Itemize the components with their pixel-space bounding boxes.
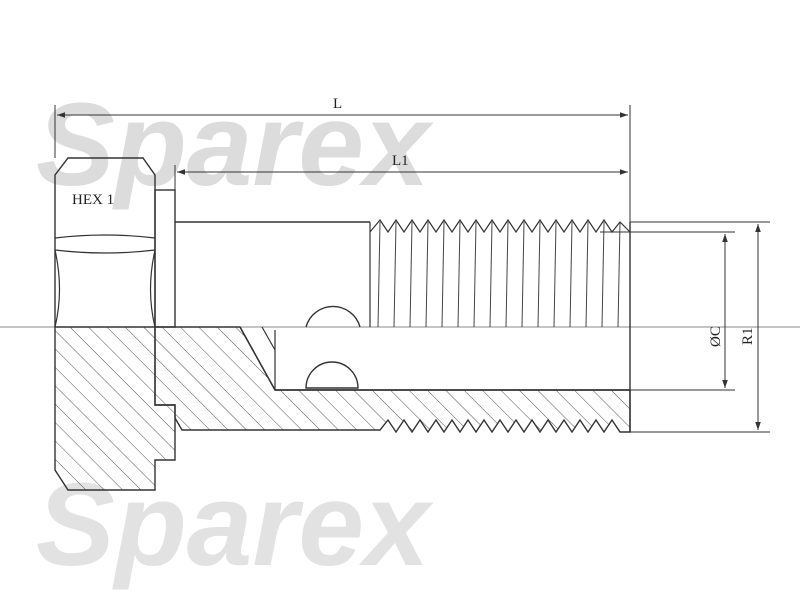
cross-hole-upper (305, 305, 361, 328)
thread-profile-top (369, 218, 631, 234)
bore-step-line (261, 326, 276, 351)
dimensions (54, 105, 770, 433)
cross-hole-lower (305, 361, 359, 389)
collar (154, 189, 176, 328)
bore-top-line (239, 326, 276, 391)
watermark-text-top: Sparex (36, 79, 434, 211)
outline-view (54, 157, 631, 432)
hex-side-curve-right (149, 249, 156, 328)
hex-flat-curve-top (54, 234, 156, 239)
label-L: L (333, 96, 342, 112)
hex-flat-curve-lower (54, 249, 156, 254)
label-R1: R1 (740, 327, 756, 345)
label-hex: HEX 1 (72, 192, 114, 208)
section-view (54, 326, 631, 491)
label-diameter-C: ØC (708, 326, 724, 347)
shank-section (154, 326, 631, 434)
thread-crest-lines (377, 221, 621, 328)
hex-side-curve-left (54, 249, 61, 328)
label-L1: L1 (392, 153, 409, 169)
